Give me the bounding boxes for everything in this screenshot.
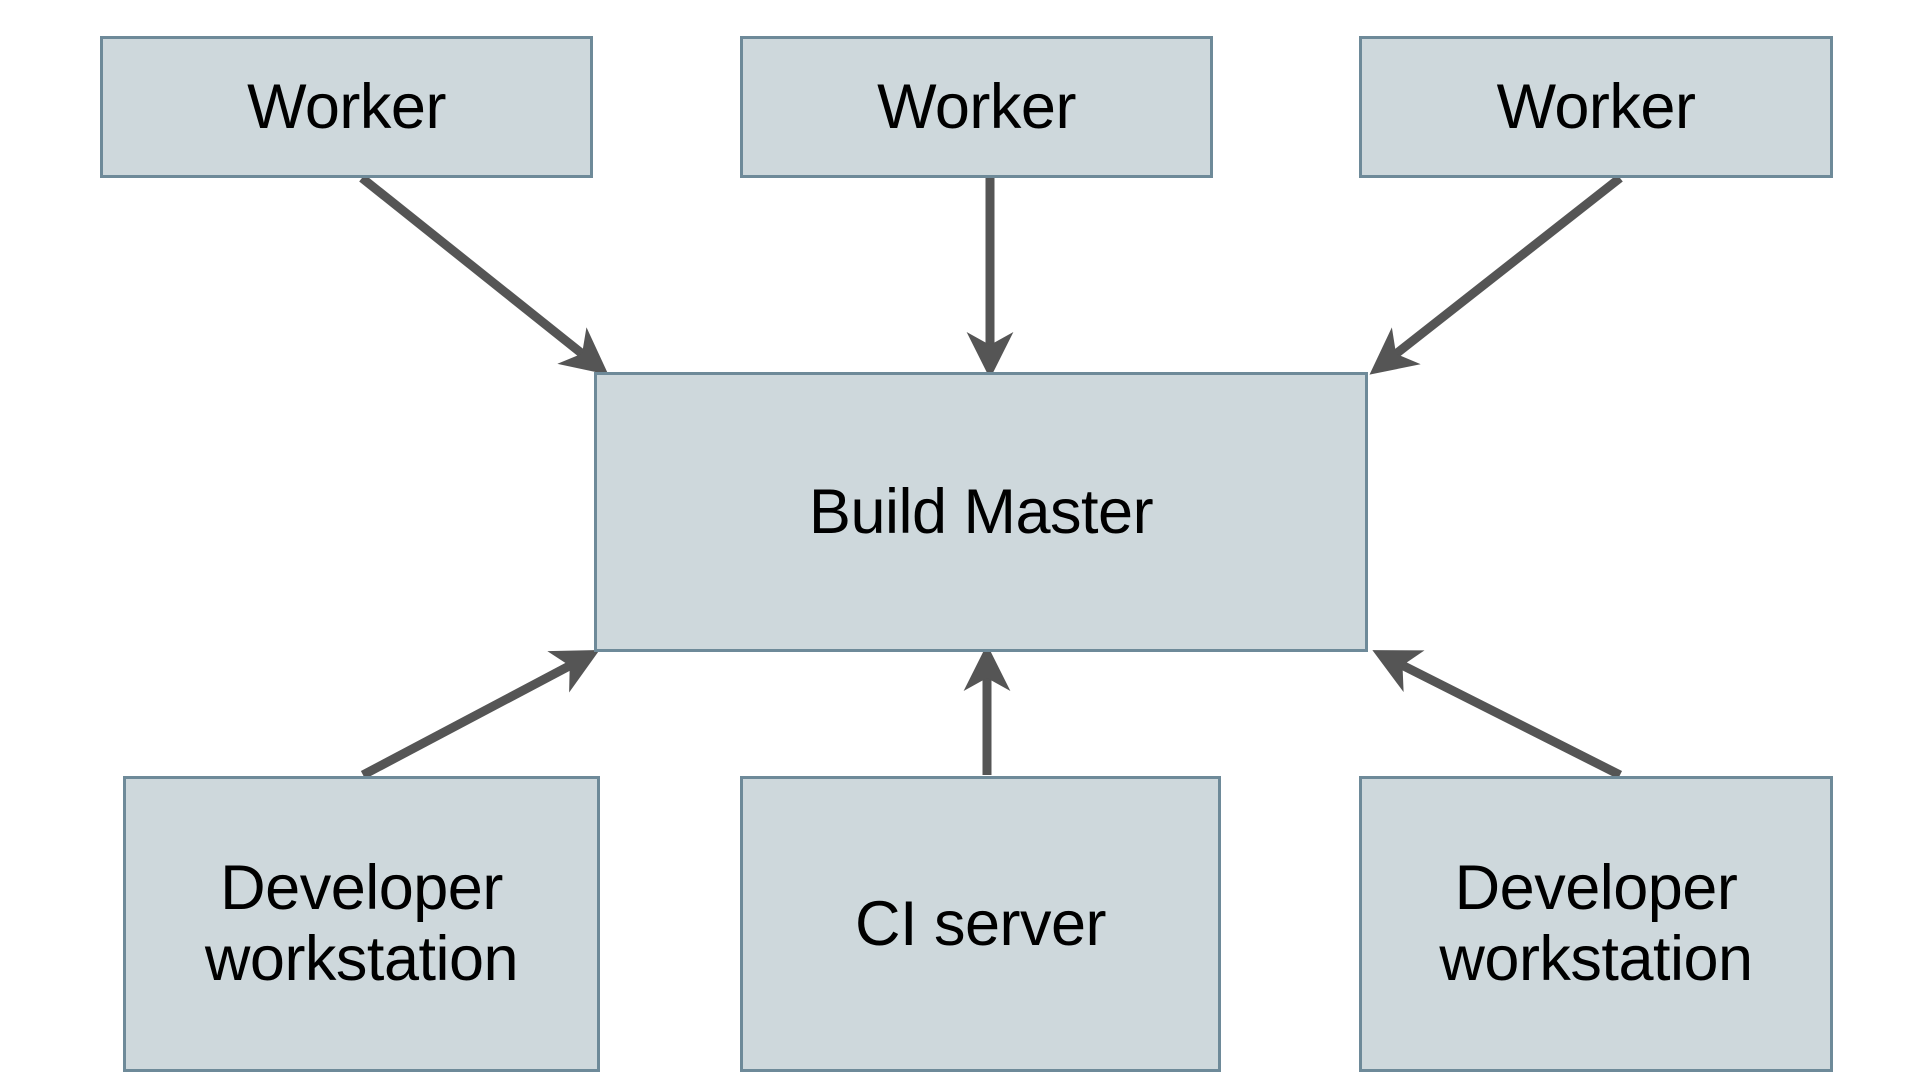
node-worker-3-label: Worker bbox=[1496, 71, 1696, 142]
node-build-master-label: Build Master bbox=[808, 476, 1154, 547]
node-developer-workstation-left[interactable]: Developer workstation bbox=[123, 776, 600, 1072]
edge-worker3-master bbox=[1369, 174, 1623, 375]
node-worker-2-label: Worker bbox=[877, 71, 1076, 142]
node-build-master[interactable]: Build Master bbox=[594, 372, 1368, 652]
node-developer-workstation-left-label: Developer workstation bbox=[204, 853, 519, 994]
edge-worker1-master bbox=[359, 174, 609, 375]
node-developer-workstation-right-label: Developer workstation bbox=[1439, 853, 1753, 994]
edge-devright-master bbox=[1372, 650, 1623, 780]
node-worker-3[interactable]: Worker bbox=[1359, 36, 1833, 178]
node-worker-2[interactable]: Worker bbox=[740, 36, 1213, 178]
node-worker-1[interactable]: Worker bbox=[100, 36, 593, 178]
node-worker-1-label: Worker bbox=[247, 71, 446, 142]
node-ci-server[interactable]: CI server bbox=[740, 776, 1221, 1072]
node-developer-workstation-right[interactable]: Developer workstation bbox=[1359, 776, 1833, 1072]
node-ci-server-label: CI server bbox=[854, 888, 1107, 959]
edge-devleft-master bbox=[360, 649, 600, 779]
